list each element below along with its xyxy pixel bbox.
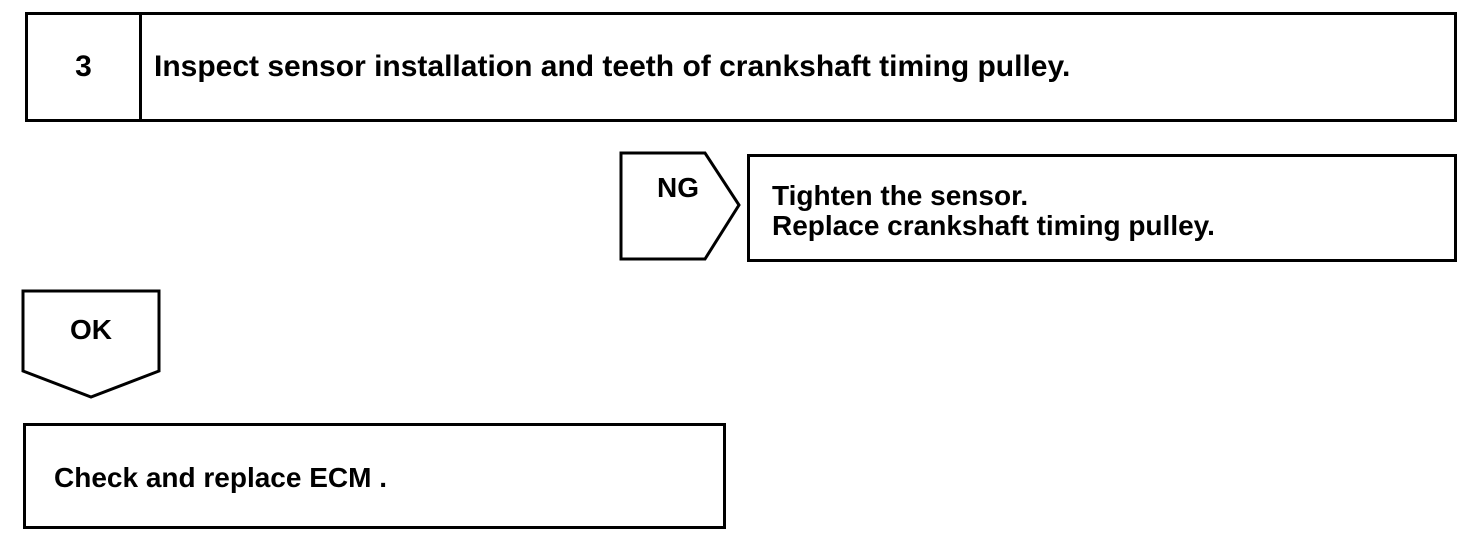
ng-label: NG: [657, 172, 699, 203]
ok-label: OK: [70, 314, 112, 345]
ng-arrow-icon: [619, 151, 741, 261]
ok-action-text: Check and replace ECM .: [54, 462, 388, 493]
ng-action-line: Tighten the sensor.: [772, 180, 1029, 211]
step-number: 3: [28, 15, 142, 119]
ng-action-box: Tighten the sensor. Replace crankshaft t…: [747, 154, 1457, 262]
ok-action-box: Check and replace ECM .: [23, 423, 726, 529]
ok-arrow-icon: [21, 289, 161, 399]
step-title: Inspect sensor installation and teeth of…: [154, 50, 1071, 83]
step-box: 3 Inspect sensor installation and teeth …: [25, 12, 1457, 122]
ng-action-line: Replace crankshaft timing pulley.: [772, 210, 1215, 241]
